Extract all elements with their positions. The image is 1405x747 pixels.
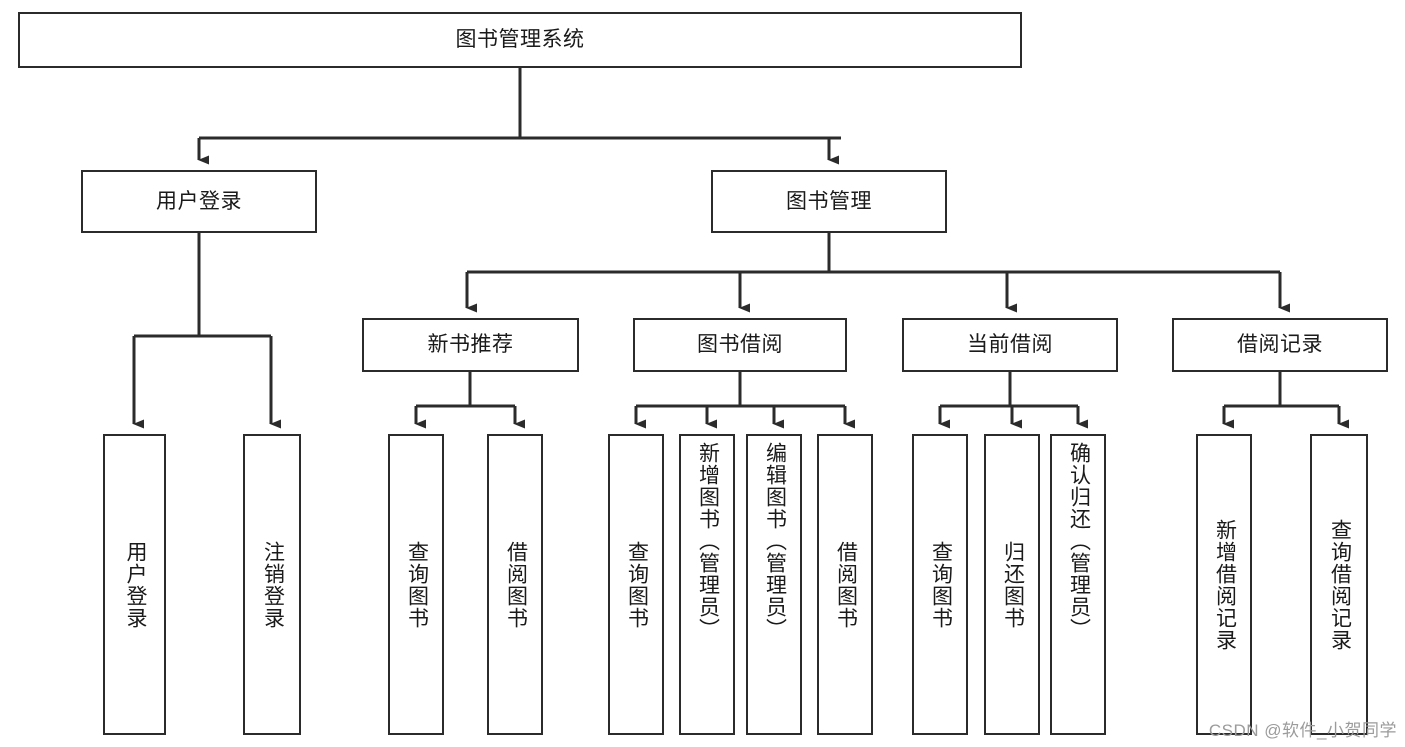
- node-leaf-borrow-book-recommend[interactable]: 借阅图书: [487, 434, 543, 735]
- node-leaf-user-login[interactable]: 用户登录: [103, 434, 166, 735]
- node-leaf-logout[interactable]: 注销登录: [243, 434, 301, 735]
- node-leaf-edit-book-admin-label: 编辑图书（管理员）: [763, 442, 787, 640]
- node-root[interactable]: 图书管理系统: [18, 12, 1022, 68]
- node-leaf-add-book-admin-label: 新增图书（管理员）: [696, 442, 720, 640]
- node-leaf-query-book-borrow-label: 查询图书: [625, 540, 649, 629]
- node-borrow-record[interactable]: 借阅记录: [1172, 318, 1388, 372]
- node-leaf-add-borrow-record[interactable]: 新增借阅记录: [1196, 434, 1252, 735]
- node-borrow-record-label: 借阅记录: [1237, 333, 1323, 357]
- node-leaf-edit-book-admin[interactable]: 编辑图书（管理员）: [746, 434, 802, 735]
- node-new-book-recommend[interactable]: 新书推荐: [362, 318, 579, 372]
- node-leaf-user-login-label: 用户登录: [123, 540, 147, 629]
- node-user-login-label: 用户登录: [156, 189, 242, 213]
- node-root-label: 图书管理系统: [455, 28, 585, 52]
- node-current-borrow-label: 当前借阅: [967, 333, 1053, 357]
- node-leaf-query-book-current-label: 查询图书: [929, 540, 953, 629]
- node-new-book-recommend-label: 新书推荐: [427, 333, 514, 357]
- node-leaf-confirm-return-admin[interactable]: 确认归还（管理员）: [1050, 434, 1106, 735]
- node-leaf-add-borrow-record-label: 新增借阅记录: [1213, 518, 1237, 651]
- node-leaf-query-book-borrow[interactable]: 查询图书: [608, 434, 664, 735]
- node-leaf-query-book-recommend-label: 查询图书: [405, 540, 429, 629]
- watermark-text: CSDN @软件_小贺同学: [1208, 721, 1397, 740]
- node-current-borrow[interactable]: 当前借阅: [902, 318, 1118, 372]
- node-leaf-add-book-admin[interactable]: 新增图书（管理员）: [679, 434, 735, 735]
- node-leaf-query-book-recommend[interactable]: 查询图书: [388, 434, 444, 735]
- node-leaf-borrow-book-label: 借阅图书: [834, 540, 858, 629]
- node-leaf-borrow-book-recommend-label: 借阅图书: [504, 540, 528, 629]
- node-leaf-borrow-book[interactable]: 借阅图书: [817, 434, 873, 735]
- node-leaf-query-borrow-record[interactable]: 查询借阅记录: [1310, 434, 1368, 735]
- node-leaf-confirm-return-admin-label: 确认归还（管理员）: [1067, 442, 1091, 640]
- node-user-login[interactable]: 用户登录: [81, 170, 317, 233]
- node-leaf-return-book[interactable]: 归还图书: [984, 434, 1040, 735]
- node-leaf-return-book-label: 归还图书: [1001, 540, 1025, 629]
- node-book-borrow[interactable]: 图书借阅: [633, 318, 847, 372]
- node-leaf-query-borrow-record-label: 查询借阅记录: [1328, 518, 1352, 651]
- node-book-management-label: 图书管理: [786, 189, 872, 213]
- node-leaf-query-book-current[interactable]: 查询图书: [912, 434, 968, 735]
- node-book-management[interactable]: 图书管理: [711, 170, 947, 233]
- node-book-borrow-label: 图书借阅: [697, 333, 783, 357]
- node-leaf-logout-label: 注销登录: [261, 540, 285, 629]
